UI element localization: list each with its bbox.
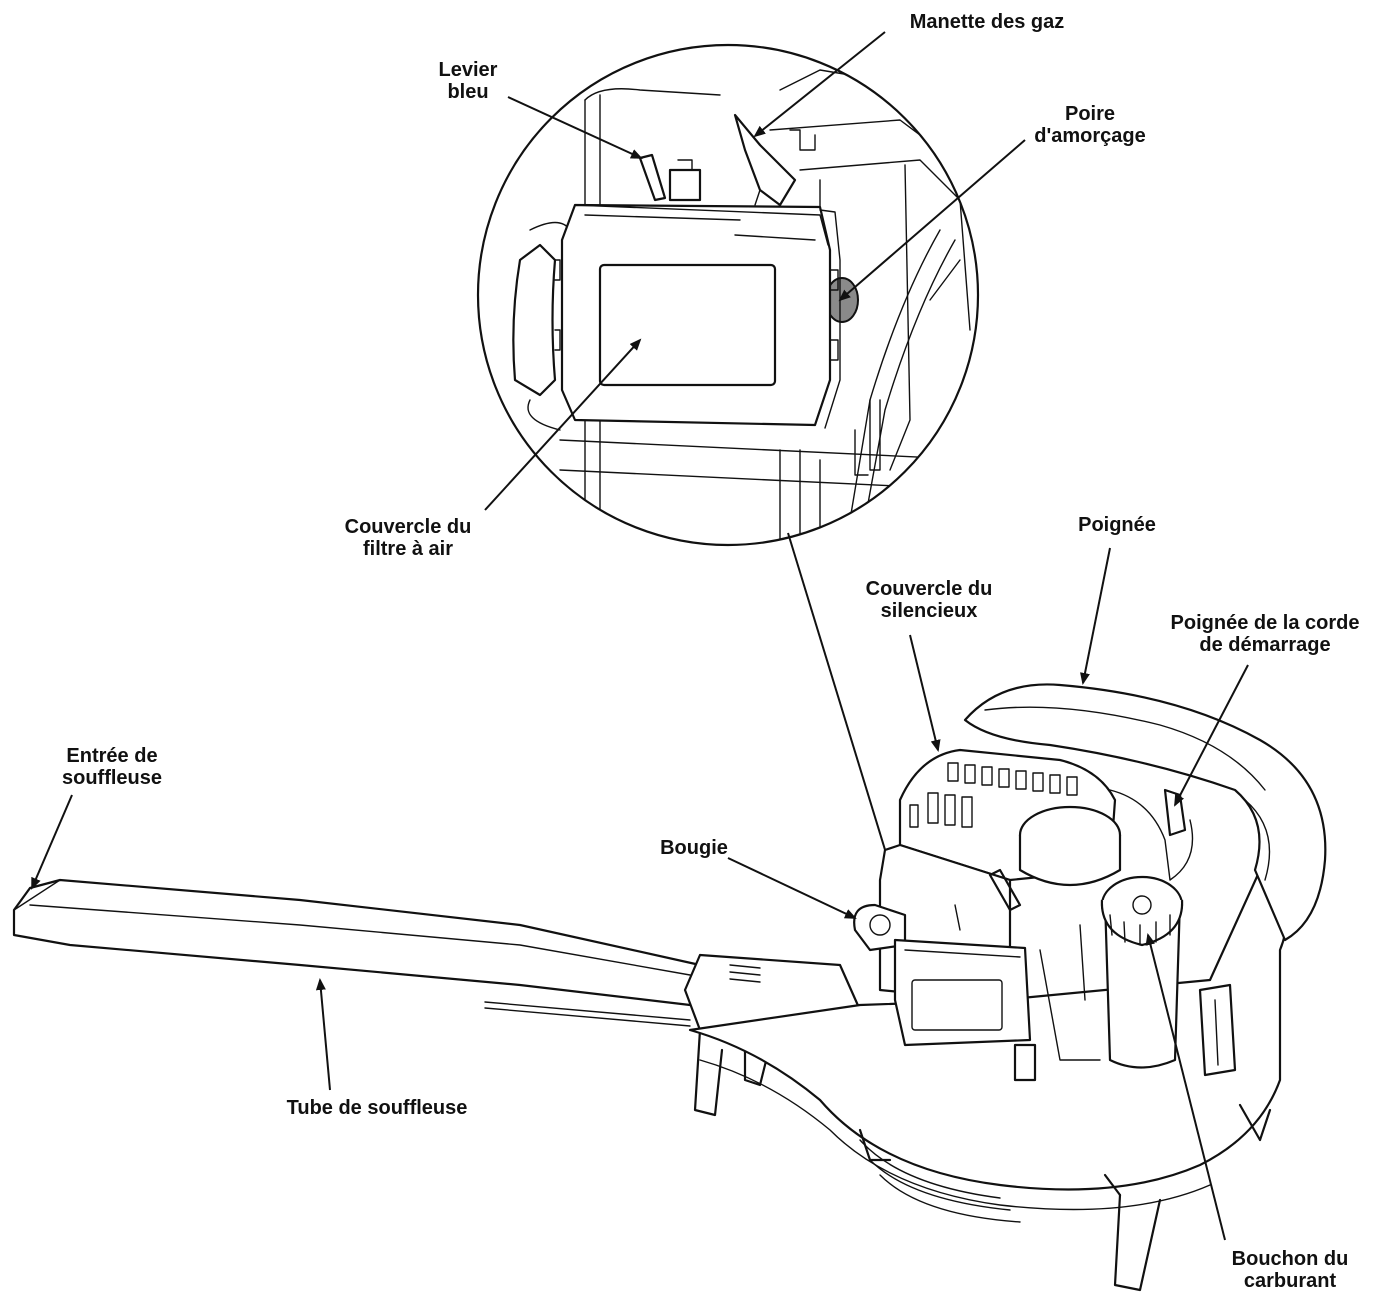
leader-bougie: [727, 857, 857, 919]
leader-bouchon: [1145, 933, 1226, 1241]
leader-levier-bleu: [507, 96, 643, 159]
label-manette-gaz: Manette des gaz: [909, 11, 1065, 33]
leader-entree: [31, 794, 73, 890]
leader-lines: [31, 31, 1249, 1241]
leader-poire: [838, 139, 1026, 302]
label-levier-bleu: Levier bleu: [438, 59, 498, 103]
leader-filtre: [484, 338, 642, 511]
label-entree-souffleuse: Entrée de souffleuse: [61, 745, 163, 789]
label-poignee: Poignée: [1078, 514, 1156, 536]
label-poignee-corde: Poignée de la corde de démarrage: [1170, 612, 1360, 656]
leader-tube: [315, 978, 331, 1091]
leader-manette-gaz: [753, 31, 886, 138]
label-bouchon-carburant: Bouchon du carburant: [1231, 1248, 1349, 1292]
leader-silencieux: [909, 634, 941, 752]
zoom-detail-circle: [476, 43, 980, 547]
blower-body: [12, 683, 1327, 1292]
leader-corde: [1174, 664, 1249, 807]
label-poire-amorcage: Poire d'amorçage: [1034, 103, 1146, 147]
label-tube-souffleuse: Tube de souffleuse: [286, 1097, 468, 1119]
label-couvercle-filtre: Couvercle du filtre à air: [344, 516, 472, 560]
label-bougie: Bougie: [660, 837, 728, 859]
label-couvercle-silencieux: Couvercle du silencieux: [865, 578, 993, 622]
leader-poignee: [1080, 547, 1111, 685]
